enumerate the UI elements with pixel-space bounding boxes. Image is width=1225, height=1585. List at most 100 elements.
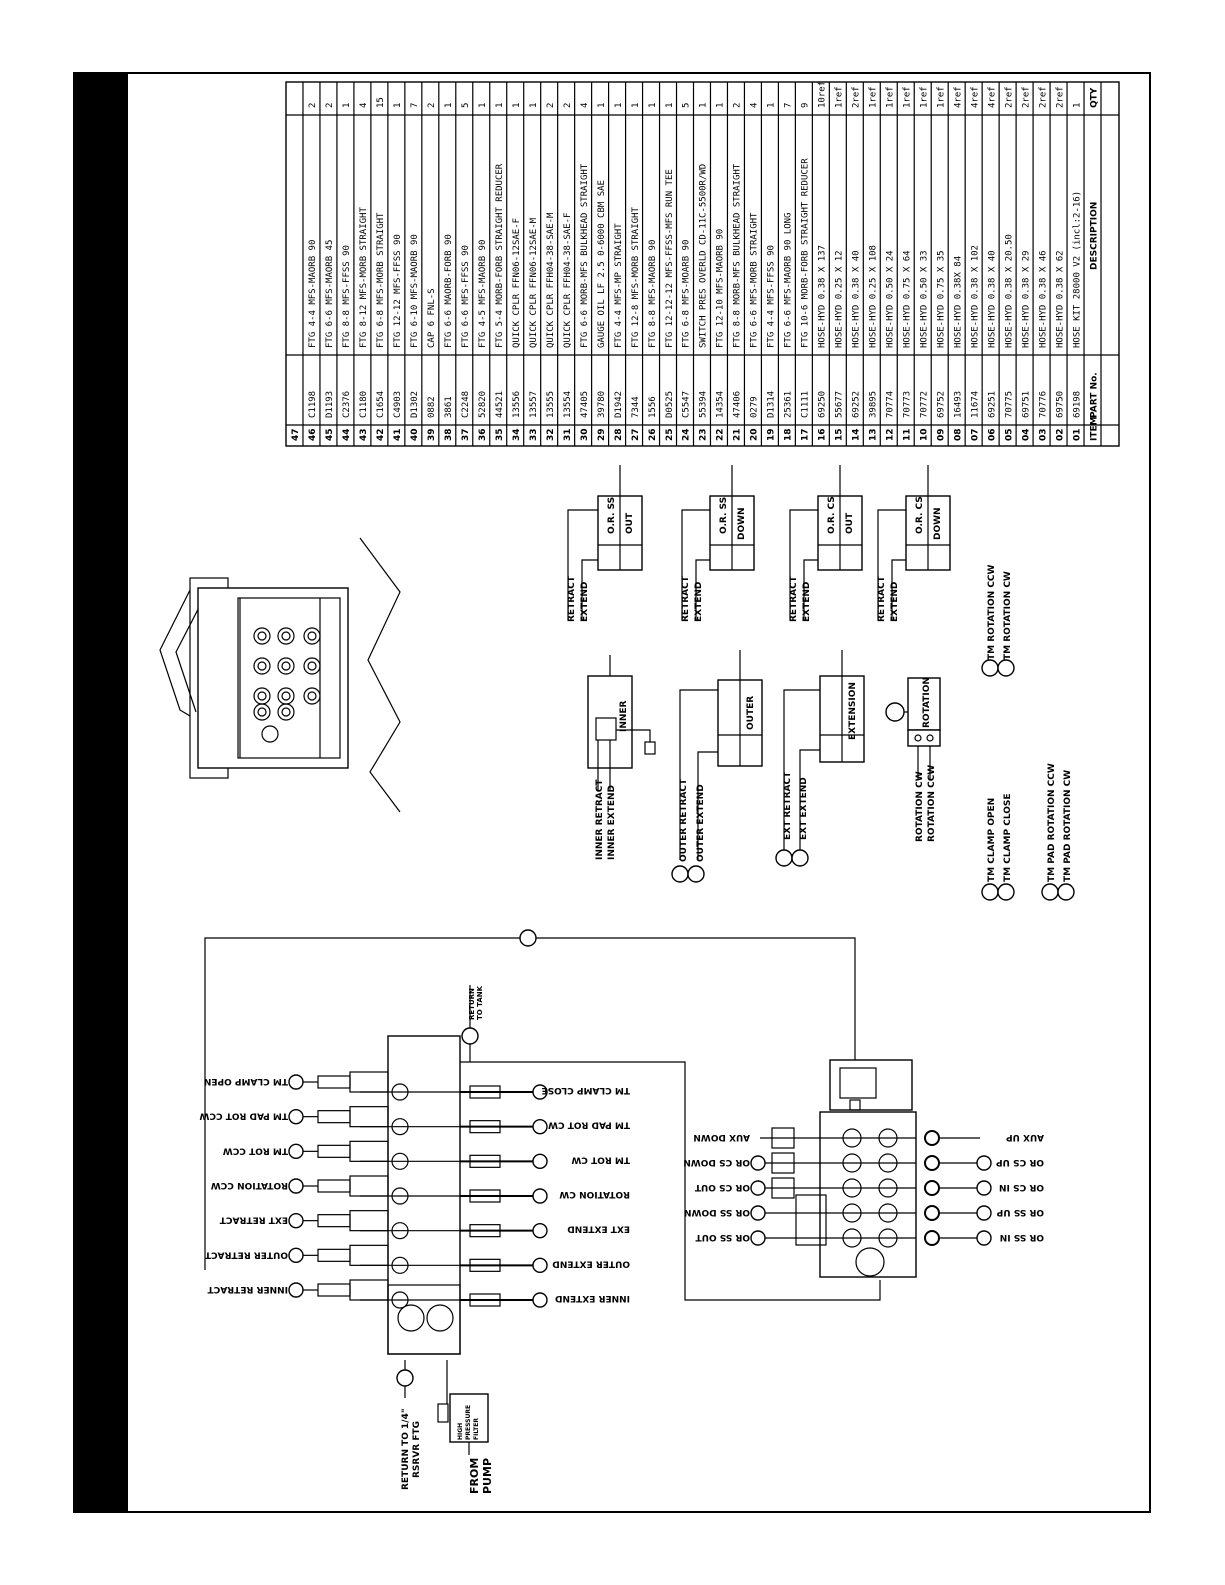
table-cell-item: 32: [546, 428, 556, 441]
table-cell-item: 08: [953, 428, 963, 441]
cyl-label: DOWN: [737, 507, 747, 540]
table-cell-qty: 2ref: [1004, 86, 1014, 108]
valve-port-label: INNER RETRACT: [207, 1284, 288, 1294]
port-label: EXTEND: [580, 582, 590, 622]
port-label: RETRACT: [877, 575, 887, 622]
table-cell-item: 26: [648, 428, 658, 441]
table-cell-description: HOSE-HYD 0.38X 84: [953, 256, 963, 348]
table-cell-description: HOSE-HYD 0.38 X 62: [1055, 250, 1065, 348]
table-cell-qty: 2: [325, 103, 335, 108]
table-cell-item: 44: [342, 428, 352, 441]
table-cell-item: 40: [410, 428, 420, 441]
table-header-description: DESCRIPTION: [1090, 202, 1100, 270]
table-cell-qty: 1: [648, 103, 658, 108]
table-cell-qty: 4: [750, 103, 760, 108]
cyl-label: O.R. SS: [719, 497, 729, 534]
cyl-label: O.R. SS: [607, 497, 617, 534]
valve-port-label: ROTATION CW: [559, 1189, 630, 1199]
table-cell-part-no: C2376: [342, 391, 352, 418]
table-cell-description: HOSE-HYD 0.38 X 46: [1038, 250, 1048, 348]
table-cell-description: FTG 6-8 MFS-MOARB 90: [682, 240, 692, 348]
table-cell-item: 14: [852, 428, 862, 441]
valve-bank-top-view: [159, 537, 401, 813]
table-cell-part-no: 13554: [563, 391, 573, 418]
table-cell-part-no: 70773: [903, 391, 913, 418]
table-cell-item: 30: [580, 428, 590, 441]
table-cell-part-no: 47405: [580, 391, 590, 418]
table-cell-part-no: 55394: [699, 391, 709, 418]
table-cell-item: 06: [987, 428, 997, 441]
table-cell-qty: 4ref: [953, 86, 963, 108]
cyl-label: EXTENSION: [848, 682, 858, 740]
table-cell-item: 22: [716, 428, 726, 441]
port-circle: [532, 1153, 548, 1170]
table-cell-part-no: 69198: [1072, 391, 1082, 418]
return-label: RETURN: [468, 988, 476, 1020]
table-cell-description: FTG 4-4 MFS-MAORB 90: [308, 240, 318, 348]
port-circle: [976, 1230, 992, 1246]
table-cell-part-no: D0525: [665, 391, 675, 418]
table-cell-description: FTG 4-4 MFS-FFSS 90: [767, 245, 777, 348]
table-cell-qty: 4: [580, 103, 590, 108]
table-cell-item: 35: [495, 428, 505, 441]
cyl-label: OUT: [845, 512, 855, 534]
table-cell-qty: 4ref: [970, 86, 980, 108]
table-cell-qty: 2: [308, 103, 318, 108]
table-cell-description: FTG 6-6 MORB-MFS BULKHEAD STRAIGHT: [580, 163, 590, 348]
table-cell-part-no: 69251: [987, 391, 997, 418]
port-circle: [532, 1118, 548, 1135]
aux-port-label: OR CS UP: [996, 1157, 1044, 1167]
motor-label: ROTATION: [922, 677, 932, 728]
pump-label: PUMP: [481, 1458, 494, 1494]
table-cell-item: 23: [699, 428, 709, 441]
table-cell-part-no: D1193: [325, 391, 335, 418]
table-cell-item: 42: [376, 428, 386, 441]
table-cell-part-no: 70775: [1004, 391, 1014, 418]
table-header-part-no: PART No.: [1090, 372, 1100, 418]
table-cell-qty: 1: [495, 103, 505, 108]
table-cell-part-no: 70774: [886, 391, 896, 418]
port-label: TM ROTATION CCW: [987, 564, 997, 660]
parts-table-border: [285, 81, 1120, 447]
table-cell-part-no: 14354: [716, 391, 726, 418]
port-label: OUTER RETRACT: [679, 778, 689, 862]
table-cell-description: HOSE-HYD 0.50 X 24: [886, 250, 896, 348]
table-cell-qty: 1: [597, 103, 607, 108]
table-cell-part-no: 70772: [920, 391, 930, 418]
table-cell-part-no: D1314: [767, 391, 777, 418]
table-cell-part-no: C1198: [308, 391, 318, 418]
table-cell-item: 21: [733, 428, 743, 441]
table-cell-part-no: 11674: [970, 391, 980, 418]
port-circle: [750, 1155, 766, 1171]
filter-label: PRESSURE: [465, 1405, 472, 1440]
table-cell-description: FTG 6-6 MAORB-FORB 90: [444, 234, 454, 348]
fitting-port: [303, 657, 321, 675]
filter-label: HIGH: [457, 1423, 464, 1440]
binding-strip: [73, 72, 128, 1513]
table-cell-part-no: C1180: [359, 391, 369, 418]
table-cell-item: 18: [784, 428, 794, 441]
port-circle: [288, 1108, 304, 1125]
port-circle: [288, 1247, 304, 1264]
table-cell-item: 05: [1004, 428, 1014, 441]
table-cell-description: FTG 8-8 MFS-FFSS 90: [342, 245, 352, 348]
table-cell-part-no: 44521: [495, 391, 505, 418]
port-label: ROTATION CW: [915, 771, 925, 842]
table-cell-description: HOSE-HYD 0.75 X 64: [903, 250, 913, 348]
table-cell-qty: 1: [699, 103, 709, 108]
table-cell-description: HOSE-HYD 0.50 X 33: [920, 250, 930, 348]
cyl-label: DOWN: [933, 507, 943, 540]
tm-pad-rotation-ports: TM PAD ROTATION CCW TM PAD ROTATION CW: [1041, 763, 1075, 901]
table-cell-qty: 1: [716, 103, 726, 108]
aux-port-label: AUX DOWN: [693, 1132, 750, 1142]
table-cell-item: 24: [682, 428, 692, 441]
table-cell-qty: 7: [410, 103, 420, 108]
gauge-port: [261, 725, 279, 743]
table-cell-description: FTG 5-4 MORB-FORB STRAIGHT REDUCER: [495, 163, 505, 348]
aux-port-label: OR SS UP: [996, 1207, 1044, 1217]
table-cell-description: HOSE-HYD 0.25 X 12: [835, 250, 845, 348]
table-cell-item: 36: [478, 428, 488, 441]
aux-port-label: OR CS DOWN: [683, 1157, 750, 1167]
table-cell-part-no: 0279: [750, 396, 760, 418]
